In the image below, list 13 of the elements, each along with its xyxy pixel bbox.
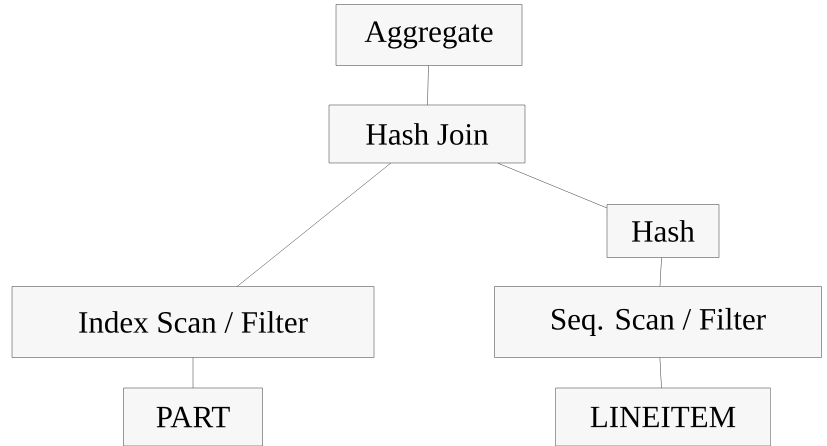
- connector-line: [660, 257, 662, 286]
- plan-node-box: Aggregate: [336, 4, 522, 66]
- plan-node-box: Hash Join: [328, 104, 526, 164]
- plan-node-box: Seq. Scan / Filter: [494, 286, 822, 358]
- connector-line: [237, 162, 391, 286]
- connector-line: [192, 357, 194, 388]
- plan-node-box: Index Scan / Filter: [12, 286, 374, 358]
- connector-line: [498, 162, 607, 208]
- plan-node-box: Hash: [606, 204, 720, 258]
- connector-line: [427, 66, 429, 105]
- plan-node-box: LINEITEM: [555, 388, 771, 446]
- connector-line: [660, 357, 662, 388]
- plan-node-box: PART: [123, 388, 263, 446]
